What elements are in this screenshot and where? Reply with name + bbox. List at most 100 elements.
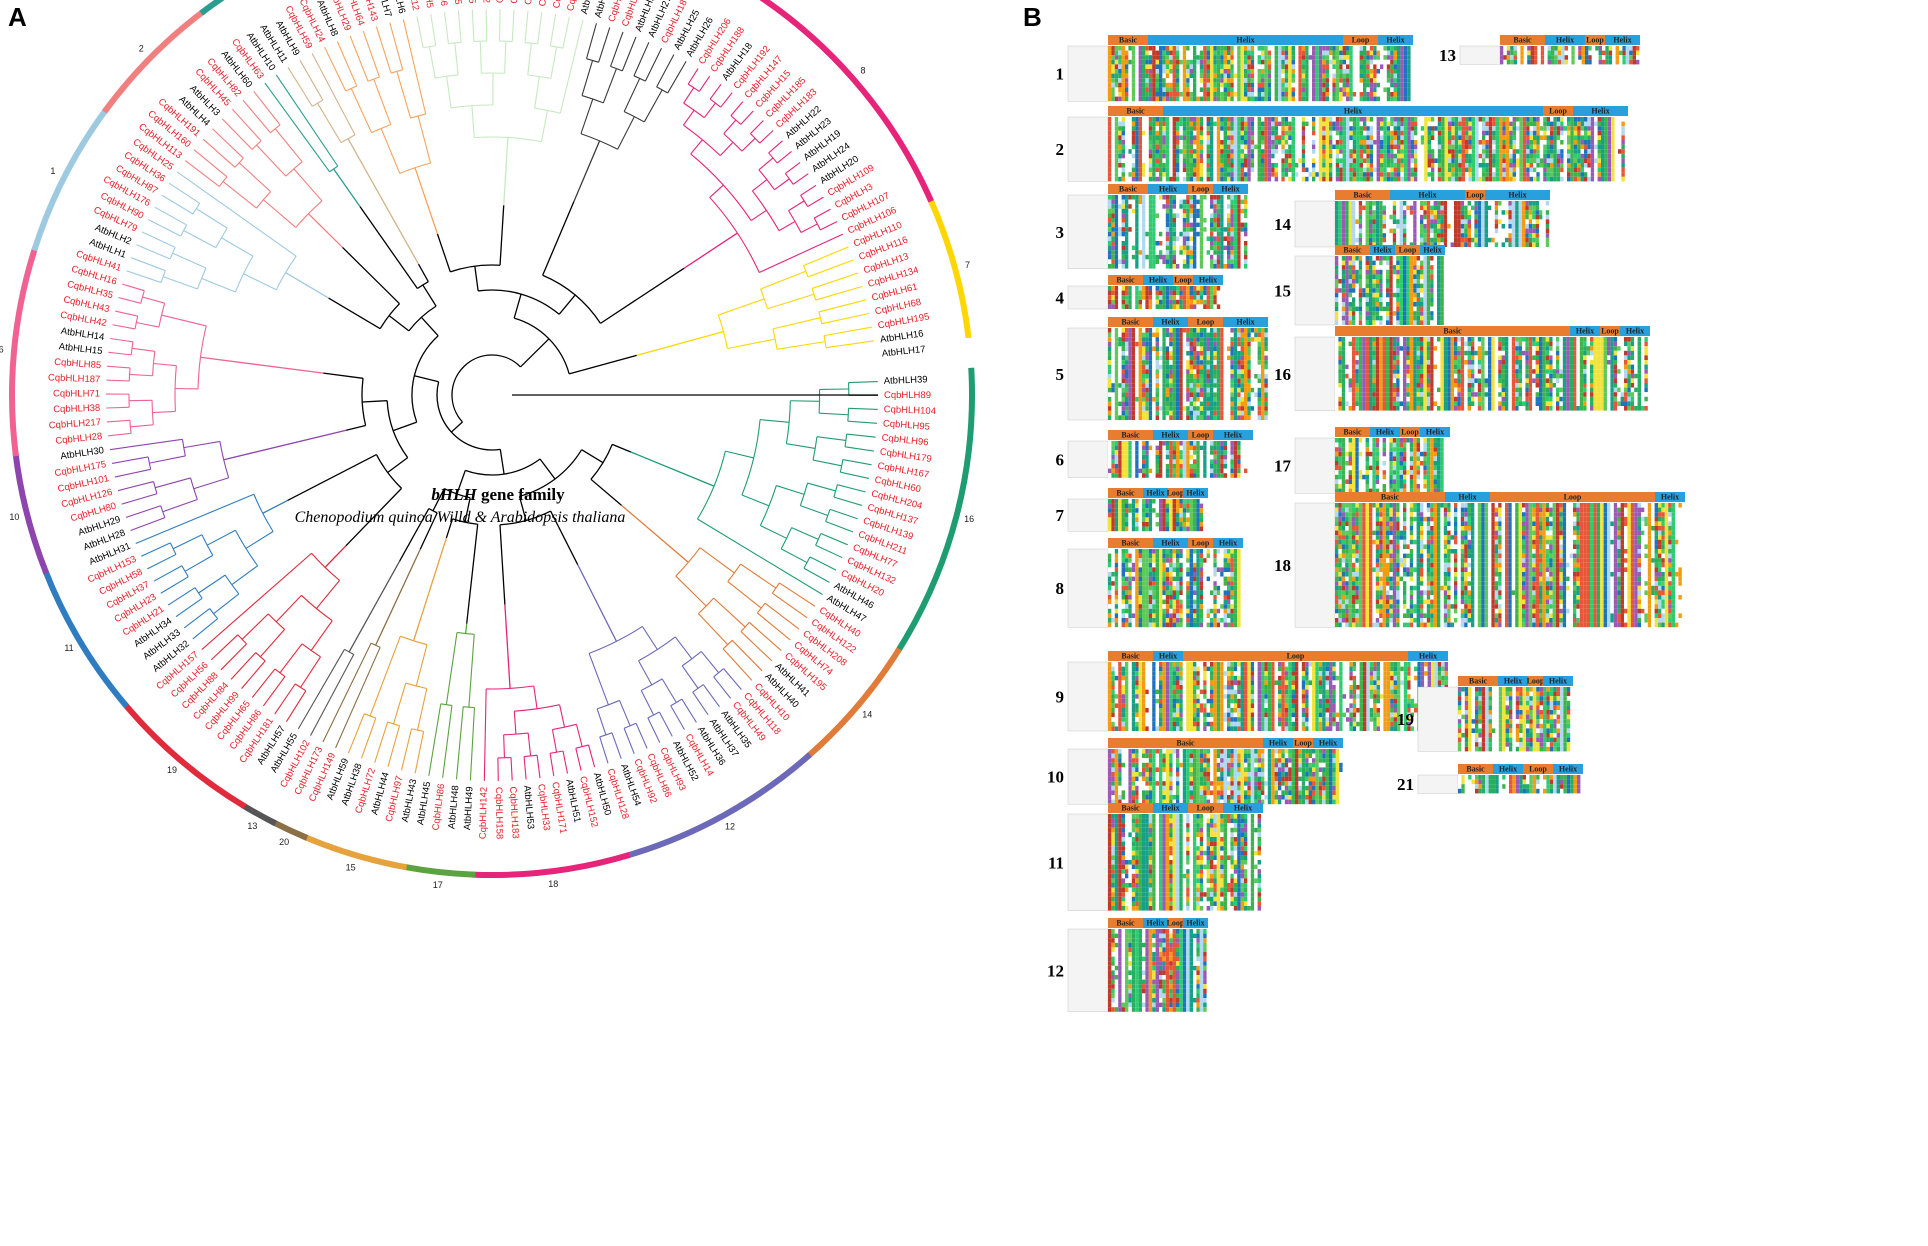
residue-cell (1152, 64, 1155, 69)
residue-cell (1193, 140, 1196, 145)
residue-cell (1577, 154, 1580, 159)
residue-cell (1166, 236, 1169, 241)
leaf-label: CqbHLH104 (884, 404, 937, 417)
tree-branch (552, 730, 556, 753)
residue-cell (1558, 55, 1561, 60)
residue-cell (1196, 200, 1199, 205)
residue-cell (1339, 55, 1342, 60)
residue-cell (1152, 46, 1155, 51)
tree-branch (323, 373, 363, 378)
residue-cell (1604, 131, 1607, 136)
residue-cell (1179, 131, 1182, 136)
residue-cell (1264, 97, 1267, 102)
tree-branch (349, 561, 400, 652)
residue-cell (1166, 78, 1169, 83)
residue-cell (1349, 117, 1352, 122)
residue-cell (1523, 168, 1526, 173)
residue-cell (1397, 145, 1400, 150)
residue-cell (1196, 172, 1199, 177)
residue-cell (1302, 87, 1305, 92)
residue-cell (1496, 140, 1499, 145)
residue-cell (1329, 140, 1332, 145)
residue-cell (1156, 163, 1159, 168)
residue-cell (1156, 135, 1159, 140)
leaf-label: CqbHLH155 (464, 0, 478, 4)
residue-cell (1152, 218, 1155, 223)
residue-cell (1455, 135, 1458, 140)
residue-cell (1183, 172, 1186, 177)
residue-cell (1166, 97, 1169, 102)
tree-branch (849, 408, 878, 409)
residue-cell (1575, 60, 1578, 65)
residue-cell (1156, 46, 1159, 51)
residue-cell (1506, 126, 1509, 131)
residue-cell (1448, 126, 1451, 131)
tree-branch (727, 339, 775, 348)
residue-cell (1353, 158, 1356, 163)
tree-branch (817, 437, 846, 441)
residue-cell (1329, 87, 1332, 92)
residue-cell (1380, 145, 1383, 150)
residue-cell (1271, 51, 1274, 56)
tree-branch (458, 10, 461, 42)
residue-cell (1234, 122, 1237, 127)
residue-cell (1285, 117, 1288, 122)
tree-branch (466, 624, 467, 634)
residue-cell (1550, 154, 1553, 159)
residue-cell (1479, 168, 1482, 173)
residue-cell (1434, 145, 1437, 150)
residue-cell (1139, 177, 1142, 182)
residue-cell (1139, 259, 1142, 264)
residue-cell (1196, 97, 1199, 102)
tree-branch (446, 632, 457, 704)
residue-cell (1441, 131, 1444, 136)
residue-cell (1288, 92, 1291, 97)
residue-cell (1122, 250, 1125, 255)
residue-cell (1217, 92, 1220, 97)
residue-cell (1152, 246, 1155, 251)
residue-cell (1162, 163, 1165, 168)
residue-cell (1268, 126, 1271, 131)
residue-cell (1135, 236, 1138, 241)
residue-cell (1319, 177, 1322, 182)
residue-cell (1244, 264, 1247, 269)
residue-cell (1115, 177, 1118, 182)
residue-cell (1448, 140, 1451, 145)
residue-cell (1389, 224, 1392, 229)
residue-cell (1598, 131, 1601, 136)
residue-cell (1615, 172, 1618, 177)
residue-cell (1254, 97, 1257, 102)
residue-cell (1200, 117, 1203, 122)
residue-cell (1247, 145, 1250, 150)
tree-branch (136, 494, 254, 543)
residue-cell (1322, 145, 1325, 150)
residue-cell (1400, 131, 1403, 136)
residue-cell (1159, 92, 1162, 97)
residue-cell (1363, 74, 1366, 79)
residue-cell (1210, 64, 1213, 69)
residue-cell (1220, 78, 1223, 83)
tree-branch (752, 180, 766, 191)
residue-cell (1237, 209, 1240, 214)
residue-cell (1366, 229, 1369, 234)
residue-cell (1190, 51, 1193, 56)
residue-cell (1292, 126, 1295, 131)
residue-cell (1516, 154, 1519, 159)
residue-cell (1271, 172, 1274, 177)
residue-cell (1411, 140, 1414, 145)
residue-cell (1268, 87, 1271, 92)
residue-cell (1207, 78, 1210, 83)
residue-cell (1230, 69, 1233, 74)
residue-cell (1349, 224, 1352, 229)
residue-cell (1346, 122, 1349, 127)
residue-cell (1193, 168, 1196, 173)
residue-cell (1292, 131, 1295, 136)
residue-cell (1302, 168, 1305, 173)
residue-cell (1349, 140, 1352, 145)
residue-cell (1196, 74, 1199, 79)
residue-cell (1329, 97, 1332, 102)
tree-branch (790, 401, 819, 402)
residue-cell (1295, 69, 1298, 74)
tree-branch (184, 441, 220, 447)
residue-cell (1509, 172, 1512, 177)
